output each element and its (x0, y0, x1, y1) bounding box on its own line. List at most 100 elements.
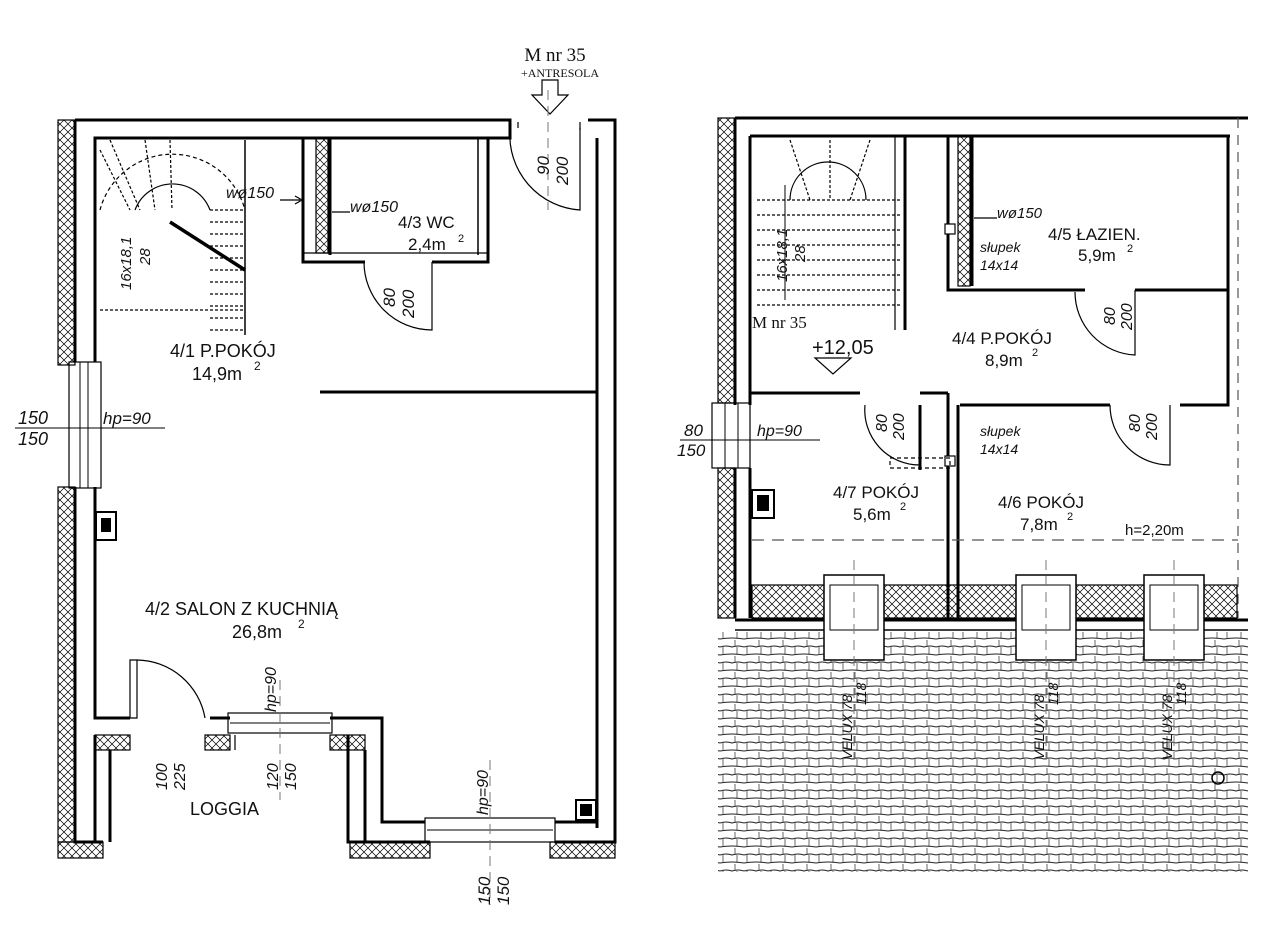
wc-walls (301, 138, 490, 264)
room-pokoj46-sup: 2 (1067, 511, 1073, 523)
post-1 (944, 223, 956, 235)
window-bottom-height: 150 (494, 876, 513, 905)
door-room7-swing (864, 404, 921, 466)
door-room7-height: 200 (891, 413, 908, 441)
stairs-right-count: 28 (792, 245, 809, 263)
entrance-arrow-icon (530, 79, 570, 115)
room-bath-area: 5,9m (1078, 246, 1116, 265)
room-bath-sup: 2 (1127, 243, 1133, 255)
vent-label-1: wø150 (226, 185, 274, 202)
door-loggia-swing (136, 659, 206, 719)
post-2-label: słupek (980, 423, 1021, 439)
door-room6-swing (1109, 404, 1171, 466)
room-bath-name: 4/5 ŁAZIEN. (1048, 225, 1141, 244)
room-pokoj-name: 4/1 P.POKÓJ (170, 340, 276, 361)
velux-3-name: VELUX 78 (1159, 694, 1175, 760)
velux-window-2 (1015, 560, 1077, 760)
velux-window-3 (1143, 560, 1205, 760)
post-1-label: słupek (980, 239, 1021, 255)
stair-label-right: M nr 35 (752, 313, 807, 332)
velux-1-size: 118 (853, 682, 869, 705)
room-pokoj46-name: 4/6 POKÓJ (998, 493, 1084, 512)
door-entry-height: 200 (553, 156, 572, 186)
velux-window-1 (823, 560, 885, 760)
velux-2-size: 118 (1045, 682, 1061, 705)
window-bottom-width: 150 (475, 876, 494, 905)
stairs-left-count: 28 (137, 248, 154, 266)
door-loggia-a-width: 100 (154, 763, 171, 790)
level-marker-icon (813, 357, 853, 375)
door-room6-width: 80 (1127, 414, 1144, 432)
stairs-left-size: 16x18,1 (118, 237, 135, 290)
wall-insulation-left-top (57, 119, 76, 366)
wall-insulation-right-bottom (717, 467, 736, 619)
stairs-right-size: 16x18,1 (774, 229, 791, 282)
room-pokoj47-sup: 2 (900, 501, 906, 513)
door-bath-height: 200 (1119, 303, 1136, 331)
door-loggia-b-height: 150 (283, 763, 300, 790)
wc-shaft (315, 137, 329, 254)
room-pokoj47-area: 5,6m (853, 505, 891, 524)
door-wc-height: 200 (399, 289, 418, 319)
wall-insulation-bottom-mid (349, 841, 431, 859)
plan-right: 16x18,1 28 M nr 35 +12,05 wø150 słupek 1… (677, 116, 1248, 872)
window-right-height: 150 (677, 441, 706, 460)
window-left-height: 150 (18, 429, 48, 449)
window-right-left (711, 402, 751, 469)
door-room6-height: 200 (1144, 413, 1161, 441)
room-pokoj44-sup: 2 (1032, 347, 1038, 359)
window-loggia-hp: hp=90 (263, 667, 280, 712)
room-pokoj-sup: 2 (254, 359, 261, 373)
door-bath-width: 80 (1102, 307, 1119, 325)
room-wc-sup: 2 (458, 233, 464, 245)
wall-insulation-bottom-left (57, 841, 104, 859)
roof-vent-icon (1211, 771, 1225, 785)
door-entry-swing (509, 128, 581, 211)
door-loggia-leaf (129, 659, 138, 719)
roof-tiles (718, 632, 1248, 872)
door-entry-width: 90 (534, 156, 553, 175)
wall-right (555, 118, 617, 844)
window-left (15, 361, 165, 489)
room-salon-name: 4/2 SALON Z KUCHNIĄ (145, 599, 339, 619)
window-left-width: 150 (18, 408, 48, 428)
wall-loggia-left (93, 735, 112, 842)
window-left-hp: hp=90 (103, 409, 151, 428)
wall-loggia-right (346, 735, 430, 844)
velux-1-name: VELUX 78 (839, 694, 855, 760)
room-pokoj46-area: 7,8m (1020, 515, 1058, 534)
window-bottom-hp: hp=90 (475, 770, 492, 815)
door-room7-width: 80 (874, 414, 891, 432)
door-wc-swing (363, 261, 433, 331)
stairs-right (757, 136, 902, 330)
velux-2-name: VELUX 78 (1031, 694, 1047, 760)
stairs-left (99, 139, 246, 335)
level-label: +12,05 (812, 337, 874, 359)
entrance-marker: M nr 35 +ANTRESOLA (521, 45, 599, 115)
post-1-size: 14x14 (980, 257, 1018, 273)
velux-3-size: 118 (1173, 682, 1189, 705)
entrance-subtitle: +ANTRESOLA (521, 66, 599, 80)
wall-loggia-top (210, 716, 425, 824)
room-salon-area: 26,8m (232, 622, 282, 642)
room-pokoj44-area: 8,9m (985, 351, 1023, 370)
door-loggia-a-height: 225 (172, 763, 189, 791)
wall-insulation-right-top (717, 117, 736, 404)
post-2-size: 14x14 (980, 441, 1018, 457)
height-note: h=2,20m (1125, 522, 1184, 539)
window-right-width: 80 (684, 421, 703, 440)
room-salon-sup: 2 (298, 617, 305, 631)
room-pokoj47-name: 4/7 POKÓJ (833, 483, 919, 502)
door-bath-swing (1074, 290, 1136, 356)
wall-insulation-left-bottom (57, 486, 76, 843)
room-pokoj-area: 14,9m (192, 364, 242, 384)
wall-top-right (735, 116, 1248, 138)
vent-label-2: wø150 (350, 199, 398, 216)
door-wc-width: 80 (380, 288, 399, 307)
room-wc-name: 4/3 WC (398, 213, 455, 232)
door-loggia-b-width: 120 (265, 763, 282, 790)
room-loggia-name: LOGGIA (190, 799, 259, 819)
wall-insulation-bottom-right (549, 841, 616, 859)
entrance-title: M nr 35 (524, 45, 585, 66)
